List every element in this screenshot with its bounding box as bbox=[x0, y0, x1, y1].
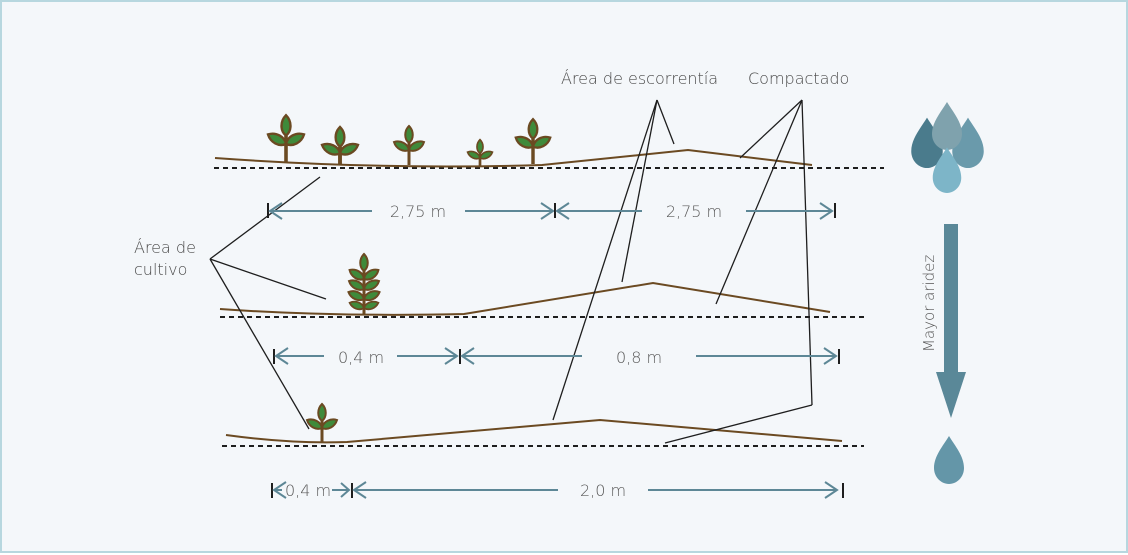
terrain-profile-1 bbox=[214, 148, 813, 168]
crop-width-label-3: 0,4 m bbox=[285, 481, 331, 500]
compacted-label: Compactado bbox=[748, 69, 849, 88]
plant-icon bbox=[320, 127, 360, 165]
crop-width-label-1: 2,75 m bbox=[390, 202, 446, 221]
dimension-row-2 bbox=[273, 347, 840, 365]
water-drop-icon bbox=[934, 436, 964, 484]
plant-icon bbox=[347, 254, 381, 315]
terrain-profile-2 bbox=[219, 281, 831, 316]
aridity-label: Mayor aridez bbox=[920, 255, 938, 352]
crop-area-callouts bbox=[209, 176, 327, 430]
crop-width-label-2: 0,4 m bbox=[338, 348, 384, 367]
crop-area-label-line1: Área de bbox=[134, 238, 196, 257]
plant-icon bbox=[514, 119, 553, 164]
plant-icon bbox=[305, 404, 339, 443]
water-drops-icon bbox=[911, 102, 984, 193]
runoff-callouts bbox=[552, 99, 675, 421]
runoff-width-label-3: 2,0 m bbox=[580, 481, 626, 500]
plant-icon bbox=[392, 126, 426, 165]
runoff-width-label-1: 2,75 m bbox=[666, 202, 722, 221]
plant-icon bbox=[466, 140, 494, 166]
runoff-width-label-2: 0,8 m bbox=[616, 348, 662, 367]
compacted-callouts bbox=[664, 99, 813, 444]
down-arrow-icon bbox=[936, 224, 966, 418]
plant-icon bbox=[266, 115, 306, 162]
runoff-label: Área de escorrentía bbox=[561, 69, 718, 88]
dimension-row-3 bbox=[271, 481, 844, 499]
crop-area-label-line2: cultivo bbox=[134, 260, 187, 279]
dimension-row-1 bbox=[267, 202, 836, 220]
terrain-profile-3 bbox=[225, 418, 843, 444]
